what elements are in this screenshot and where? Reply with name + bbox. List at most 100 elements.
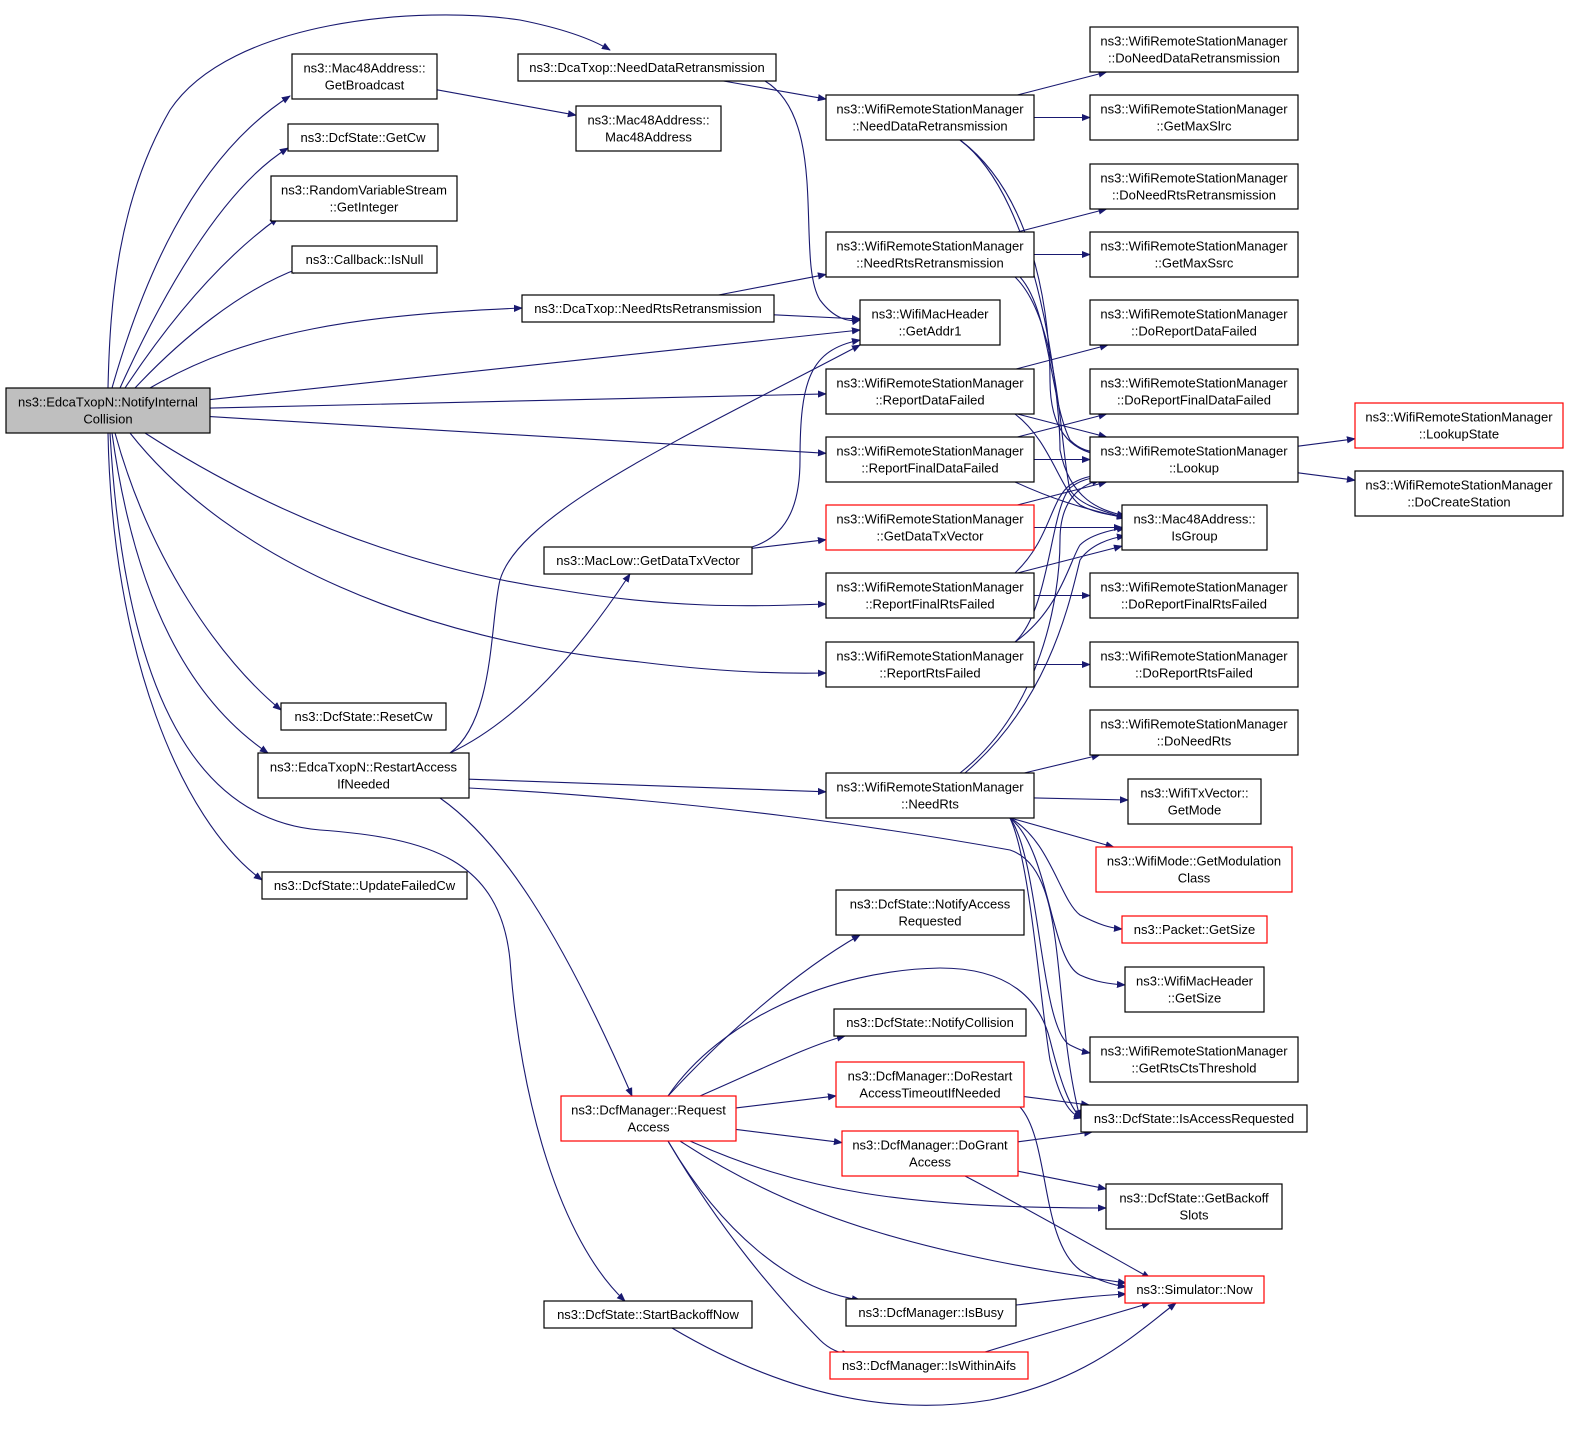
node-getDataTxVector[interactable]: ns3::MacLow::GetDataTxVector <box>543 546 753 575</box>
node-doNeedDataRetrans[interactable]: ns3::WifiRemoteStationManager::DoNeedDat… <box>1089 26 1299 73</box>
edge-requestAccess-to-doRestartAccess <box>735 1093 837 1109</box>
node-wrsmGetDataTxVector[interactable]: ns3::WifiRemoteStationManager::GetDataTx… <box>825 504 1035 551</box>
node-doReportDataFailed[interactable]: ns3::WifiRemoteStationManager::DoReportD… <box>1089 299 1299 346</box>
node-needRtsRetrans[interactable]: ns3::DcaTxop::NeedRtsRetransmission <box>521 294 775 323</box>
node-mac48Address[interactable]: ns3::Mac48Address::Mac48Address <box>575 105 722 152</box>
node-doCreateStation[interactable]: ns3::WifiRemoteStationManager::DoCreateS… <box>1354 470 1564 517</box>
node-label: Mac48Address <box>605 130 692 145</box>
node-label: ns3::WifiMacHeader <box>1136 974 1254 989</box>
node-label: ::ReportFinalRtsFailed <box>865 597 994 612</box>
node-box <box>825 231 1035 278</box>
node-lookupState[interactable]: ns3::WifiRemoteStationManager::LookupSta… <box>1354 402 1564 449</box>
node-notifyCollision[interactable]: ns3::DcfState::NotifyCollision <box>833 1008 1027 1037</box>
node-box <box>833 1008 1027 1037</box>
node-getCw[interactable]: ns3::DcfState::GetCw <box>287 123 439 152</box>
node-getMaxSsrc[interactable]: ns3::WifiRemoteStationManager::GetMaxSsr… <box>1089 231 1299 278</box>
node-label: ns3::DcfState::UpdateFailedCw <box>274 878 456 893</box>
node-label: ns3::WifiRemoteStationManager <box>1100 717 1288 732</box>
node-getMode[interactable]: ns3::WifiTxVector::GetMode <box>1127 778 1262 825</box>
node-box <box>1089 572 1299 619</box>
node-getInteger[interactable]: ns3::RandomVariableStream::GetInteger <box>270 175 458 222</box>
node-simulatorNow[interactable]: ns3::Simulator::Now <box>1124 1275 1265 1304</box>
edge-needRts-to-doNeedRts <box>1024 753 1101 774</box>
node-label: GetMode <box>1168 803 1221 818</box>
edge-getDataTxVector-to-wrsmGetDataTxVector <box>751 537 827 549</box>
node-label: ::GetDataTxVector <box>877 529 985 544</box>
node-label: ns3::DcfManager::IsWithinAifs <box>842 1358 1017 1373</box>
node-getAddr1[interactable]: ns3::WifiMacHeader::GetAddr1 <box>859 299 1001 346</box>
node-updateFailedCw[interactable]: ns3::DcfState::UpdateFailedCw <box>261 871 468 900</box>
node-needRts[interactable]: ns3::WifiRemoteStationManager::NeedRts <box>825 772 1035 819</box>
node-label: ns3::WifiRemoteStationManager <box>1100 444 1288 459</box>
node-packetGetSize[interactable]: ns3::Packet::GetSize <box>1121 915 1268 944</box>
edge-reportFinalDataFailed-to-isGroup <box>1014 481 1126 520</box>
edge-restartAccess-to-needRts <box>468 778 827 796</box>
edge-wrsmNeedDataRetrans-to-doNeedDataRetrans <box>1017 70 1108 96</box>
node-doRestartAccess[interactable]: ns3::DcfManager::DoRestartAccessTimeoutI… <box>835 1061 1025 1108</box>
node-isBusy[interactable]: ns3::DcfManager::IsBusy <box>845 1298 1017 1327</box>
edge-root-to-reportDataFailed <box>209 390 827 409</box>
edge-requestAccess-to-simulatorNow <box>679 1140 1127 1286</box>
node-reportFinalRtsFailed[interactable]: ns3::WifiRemoteStationManager::ReportFin… <box>825 572 1035 619</box>
node-getRtsCtsThreshold[interactable]: ns3::WifiRemoteStationManager::GetRtsCts… <box>1089 1036 1299 1083</box>
node-label: ns3::WifiRemoteStationManager <box>836 649 1024 664</box>
edge-root-to-isNull <box>134 267 301 389</box>
node-needDataRetrans[interactable]: ns3::DcaTxop::NeedDataRetransmission <box>517 53 777 82</box>
node-box <box>1105 1183 1283 1230</box>
node-macHeaderGetSize[interactable]: ns3::WifiMacHeader::GetSize <box>1124 966 1265 1013</box>
node-isAccessRequested[interactable]: ns3::DcfState::IsAccessRequested <box>1080 1104 1308 1133</box>
node-label: ns3::WifiRemoteStationManager <box>1100 102 1288 117</box>
node-label: ::NeedDataRetransmission <box>852 119 1007 134</box>
node-wrsmNeedRtsRetrans[interactable]: ns3::WifiRemoteStationManager::NeedRtsRe… <box>825 231 1035 278</box>
node-lookup[interactable]: ns3::WifiRemoteStationManager::Lookup <box>1089 436 1299 483</box>
node-box <box>825 641 1035 688</box>
node-reportRtsFailed[interactable]: ns3::WifiRemoteStationManager::ReportRts… <box>825 641 1035 688</box>
node-label: ns3::DcfState::NotifyCollision <box>846 1015 1014 1030</box>
node-doNeedRts[interactable]: ns3::WifiRemoteStationManager::DoNeedRts <box>1089 709 1299 756</box>
node-startBackoffNow[interactable]: ns3::DcfState::StartBackoffNow <box>543 1300 753 1329</box>
edge-reportRtsFailed-to-lookup <box>1014 474 1101 643</box>
node-isGroup[interactable]: ns3::Mac48Address::IsGroup <box>1121 504 1268 551</box>
edge-requestAccess-to-notifyCollision <box>699 1034 846 1097</box>
node-box <box>1089 163 1299 210</box>
node-doNeedRtsRetrans[interactable]: ns3::WifiRemoteStationManager::DoNeedRts… <box>1089 163 1299 210</box>
node-doReportRtsFailed[interactable]: ns3::WifiRemoteStationManager::DoReportR… <box>1089 641 1299 688</box>
node-label: Access <box>909 1155 951 1170</box>
edge-needRtsRetrans-to-getAddr1 <box>773 314 861 323</box>
node-getBroadcast[interactable]: ns3::Mac48Address::GetBroadcast <box>291 53 438 100</box>
node-getMaxSlrc[interactable]: ns3::WifiRemoteStationManager::GetMaxSlr… <box>1089 94 1299 141</box>
node-label: ::GetRtsCtsThreshold <box>1132 1061 1257 1076</box>
node-label: Access <box>628 1120 670 1135</box>
node-doReportFinalDataFailed[interactable]: ns3::WifiRemoteStationManager::DoReportF… <box>1089 368 1299 415</box>
node-label: ns3::DcfState::StartBackoffNow <box>557 1307 739 1322</box>
node-box <box>1121 915 1268 944</box>
node-reportFinalDataFailed[interactable]: ns3::WifiRemoteStationManager::ReportFin… <box>825 436 1035 483</box>
node-isNull[interactable]: ns3::Callback::IsNull <box>291 245 438 274</box>
node-label: ns3::WifiRemoteStationManager <box>1100 34 1288 49</box>
node-doReportFinalRtsFailed[interactable]: ns3::WifiRemoteStationManager::DoReportF… <box>1089 572 1299 619</box>
node-label: ns3::WifiTxVector:: <box>1140 786 1248 801</box>
node-label: ns3::RandomVariableStream <box>281 183 447 198</box>
node-isWithinAifs[interactable]: ns3::DcfManager::IsWithinAifs <box>829 1351 1029 1380</box>
node-wrsmNeedDataRetrans[interactable]: ns3::WifiRemoteStationManager::NeedDataR… <box>825 94 1035 141</box>
node-box <box>1089 1036 1299 1083</box>
node-box <box>257 752 470 799</box>
node-box <box>521 294 775 323</box>
node-label: ::GetMaxSlrc <box>1156 119 1232 134</box>
node-resetCw[interactable]: ns3::DcfState::ResetCw <box>280 702 447 731</box>
node-box <box>835 1061 1025 1108</box>
node-label: AccessTimeoutIfNeeded <box>859 1086 1000 1101</box>
node-box <box>575 105 722 152</box>
node-reportDataFailed[interactable]: ns3::WifiRemoteStationManager::ReportDat… <box>825 368 1035 415</box>
node-label: ns3::MacLow::GetDataTxVector <box>556 553 740 568</box>
node-label: ::DoNeedRts <box>1157 734 1232 749</box>
node-box <box>1095 846 1293 893</box>
node-label: ns3::Mac48Address:: <box>1133 512 1255 527</box>
node-label: ::GetInteger <box>330 200 399 215</box>
